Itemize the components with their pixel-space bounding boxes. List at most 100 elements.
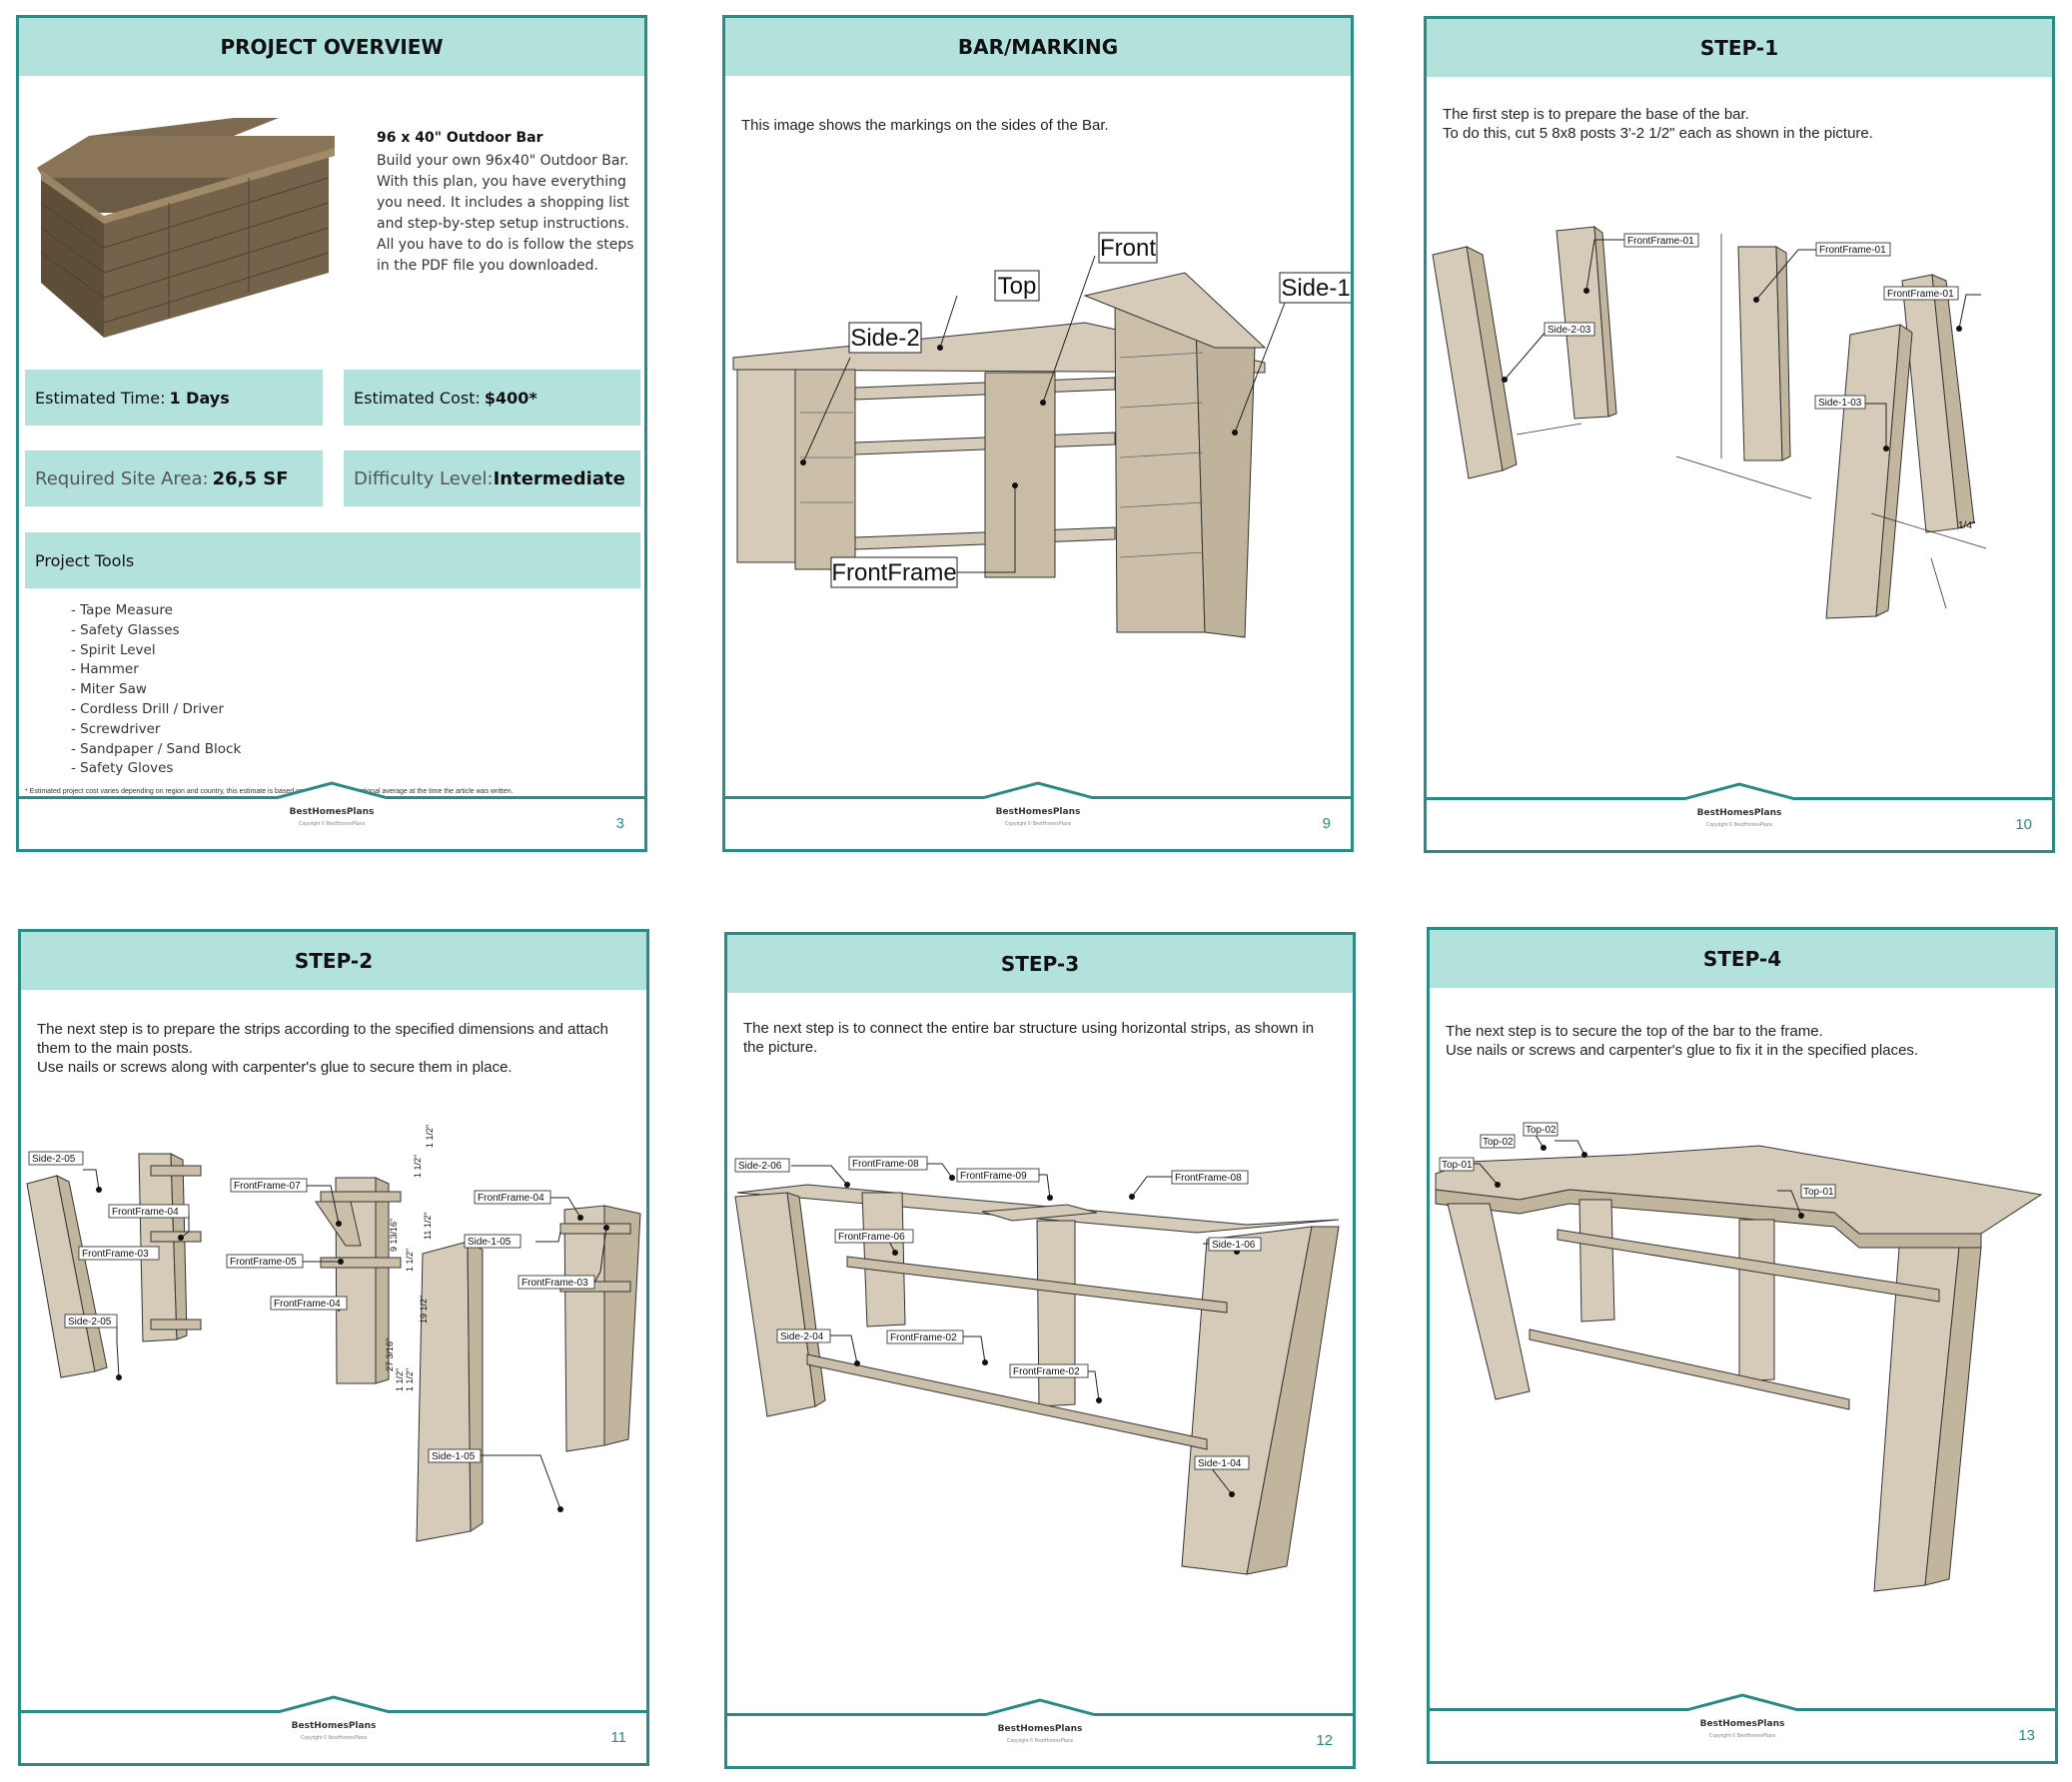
- page-step-3: STEP-3 The next step is to connect the e…: [724, 932, 1356, 1769]
- page-step-4: STEP-4 The next step is to secure the to…: [1427, 927, 2058, 1764]
- label-frontframe-07: FrontFrame-07: [234, 1181, 301, 1192]
- dim-label: 1 1/2": [405, 1249, 415, 1272]
- page-step-2: STEP-2 The next step is to prepare the s…: [18, 929, 649, 1766]
- label-frontframe-01: FrontFrame-01: [1627, 236, 1694, 247]
- label-front: Front: [1100, 235, 1156, 262]
- estimated-cost-box: Estimated Cost:$400*: [344, 370, 640, 426]
- brand-copyright: Copyright © BestHomesPlans: [1708, 1733, 1776, 1739]
- page-footer: BestHomesPlans Copyright © BestHomesPlan…: [725, 781, 1351, 849]
- step-4-diagram: Top-02 Top-02 Top-01 Top-01: [1435, 1122, 2043, 1592]
- brand-name: BestHomesPlans: [289, 807, 375, 817]
- label-frontframe-08: FrontFrame-08: [852, 1159, 919, 1170]
- intro-text: The next step is to prepare the strips a…: [37, 1021, 608, 1076]
- intro-text: The first step is to prepare the base of…: [1443, 106, 1873, 142]
- dim-label: 1 1/2": [395, 1368, 405, 1391]
- difficulty-value: Intermediate: [493, 467, 625, 489]
- page-header: BAR/MARKING: [725, 18, 1351, 76]
- label-top-01: Top-01: [1442, 1160, 1473, 1171]
- step-3-diagram: Side-2-06 FrontFrame-08 FrontFrame-09 Fr…: [734, 1156, 1340, 1575]
- product-description: Build your own 96x40" Outdoor Bar. With …: [377, 153, 634, 274]
- tool-item: - Safety Glasses: [71, 621, 180, 638]
- intro-text: The next step is to connect the entire b…: [743, 1020, 1315, 1056]
- tool-item: - Tape Measure: [71, 602, 173, 618]
- label-side-2-03: Side-2-03: [1548, 325, 1591, 336]
- tool-item: - Hammer: [71, 661, 139, 678]
- label-side-1: Side-1: [1281, 275, 1350, 302]
- label-frontframe-09: FrontFrame-09: [960, 1171, 1027, 1182]
- page-header: STEP-2: [21, 932, 646, 990]
- intro-text: The next step is to secure the top of th…: [1446, 1023, 1919, 1059]
- brand-name: BestHomesPlans: [995, 807, 1081, 817]
- site-area-label: Required Site Area:: [35, 467, 209, 489]
- label-frontframe-08: FrontFrame-08: [1175, 1173, 1242, 1184]
- brand-copyright: Copyright © BestHomesPlans: [1705, 822, 1773, 828]
- dim-label: 1 1/2": [425, 1125, 435, 1148]
- label-side-2-04: Side-2-04: [780, 1332, 824, 1342]
- label-frontframe-04: FrontFrame-04: [478, 1193, 544, 1204]
- brand-name: BestHomesPlans: [1699, 1719, 1785, 1729]
- dim-label: 27 3/16": [385, 1338, 395, 1371]
- dim-1-4: 1/4": [1958, 520, 1976, 531]
- tool-item: - Miter Saw: [71, 681, 147, 698]
- tool-item: - Safety Gloves: [71, 760, 174, 777]
- page-footer: BestHomesPlans Copyright © BestHomesPlan…: [21, 1695, 646, 1763]
- brand-copyright: Copyright © BestHomesPlans: [300, 1735, 368, 1741]
- label-frontframe-02: FrontFrame-02: [1013, 1366, 1080, 1377]
- page-project-overview: PROJECT OVERVIEW 96 x 40" Outdoor Bar Bu…: [16, 15, 647, 852]
- step-2-diagram: Side-2-05 FrontFrame-04 FrontFrame-03 Si…: [26, 1125, 641, 1542]
- label-side-1-05: Side-1-05: [468, 1237, 512, 1248]
- label-side-2-05: Side-2-05: [68, 1317, 112, 1328]
- site-area-value: 26,5 SF: [212, 467, 289, 489]
- estimated-time-label: Estimated Time:: [35, 388, 166, 408]
- label-side-2-06: Side-2-06: [738, 1161, 782, 1172]
- brand-copyright: Copyright © BestHomesPlans: [1004, 821, 1072, 827]
- footer-notch: [1682, 1693, 1802, 1711]
- site-area-box: Required Site Area:26,5 SF: [25, 450, 323, 506]
- difficulty-box: Difficulty Level:Intermediate: [344, 450, 640, 506]
- step-1-diagram: FrontFrame-01 FrontFrame-01 FrontFrame-0…: [1432, 225, 1987, 619]
- tools-list: - Tape Measure - Safety Glasses - Spirit…: [71, 601, 241, 779]
- brand-name: BestHomesPlans: [997, 1724, 1083, 1734]
- page-footer: BestHomesPlans Copyright © BestHomesPlan…: [727, 1698, 1353, 1766]
- label-frontframe-06: FrontFrame-06: [838, 1232, 905, 1243]
- estimated-cost-label: Estimated Cost:: [354, 388, 481, 408]
- brand-name: BestHomesPlans: [1696, 808, 1782, 818]
- label-frontframe: FrontFrame: [831, 559, 956, 586]
- dim-label: 1 1/2": [405, 1368, 415, 1391]
- brand-name: BestHomesPlans: [291, 1721, 377, 1731]
- page-number: 9: [1322, 815, 1331, 832]
- page-header: PROJECT OVERVIEW: [19, 18, 644, 76]
- tool-item: - Spirit Level: [71, 641, 156, 658]
- cost-footnote: * Estimated project cost varies dependin…: [25, 788, 514, 795]
- bar-marking-diagram: Front Top Side-1 Side-2 FrontFrame: [732, 232, 1351, 638]
- dim-label: 11 1/2": [423, 1212, 433, 1240]
- label-side-2-05: Side-2-05: [32, 1154, 76, 1165]
- label-frontframe-02: FrontFrame-02: [890, 1333, 957, 1343]
- label-top-02: Top-02: [1526, 1125, 1556, 1136]
- label-side-1-06: Side-1-06: [1212, 1240, 1256, 1251]
- estimated-cost-value: $400*: [484, 388, 537, 408]
- page-header: STEP-1: [1427, 19, 2052, 77]
- difficulty-label: Difficulty Level:: [354, 467, 494, 489]
- label-frontframe-05: FrontFrame-05: [230, 1257, 297, 1268]
- estimated-time-value: 1 Days: [169, 388, 230, 408]
- tool-item: - Sandpaper / Sand Block: [71, 740, 242, 757]
- label-frontframe-01: FrontFrame-01: [1887, 289, 1954, 300]
- label-top-01: Top-01: [1803, 1187, 1834, 1198]
- footer-notch: [978, 781, 1098, 799]
- label-frontframe-03: FrontFrame-03: [82, 1249, 149, 1260]
- page-number: 11: [610, 1729, 626, 1746]
- dim-label: 1 1/2": [413, 1155, 423, 1178]
- label-frontframe-03: FrontFrame-03: [521, 1278, 588, 1289]
- estimated-time-box: Estimated Time:1 Days: [25, 370, 323, 426]
- dim-label: 19 1/2": [419, 1296, 429, 1324]
- label-frontframe-04: FrontFrame-04: [112, 1207, 179, 1218]
- page-header: STEP-4: [1430, 930, 2055, 988]
- footer-notch: [274, 1695, 394, 1713]
- footer-notch: [980, 1698, 1100, 1716]
- brand-copyright: Copyright © BestHomesPlans: [298, 821, 366, 827]
- page-number: 12: [1316, 1732, 1333, 1749]
- page-step-1: STEP-1 The first step is to prepare the …: [1424, 16, 2055, 853]
- label-top-02: Top-02: [1483, 1137, 1514, 1148]
- brand-copyright: Copyright © BestHomesPlans: [1006, 1738, 1074, 1744]
